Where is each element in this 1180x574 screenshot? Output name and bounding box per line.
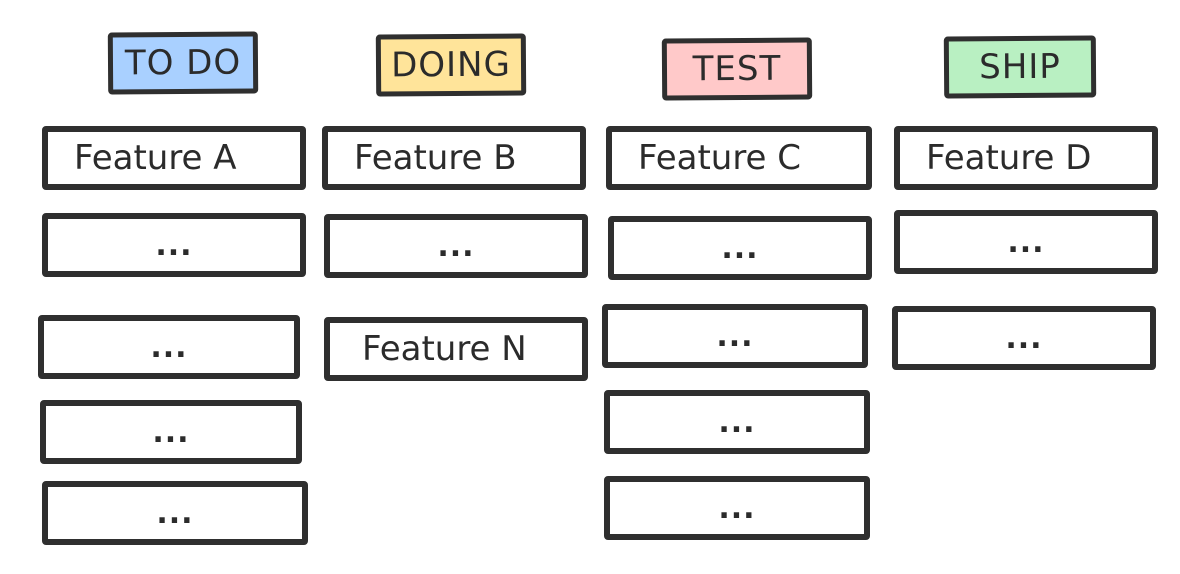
card-placeholder[interactable]: ...: [608, 216, 872, 280]
card-placeholder[interactable]: ...: [324, 214, 588, 278]
column-ship: SHIP Feature D ... ...: [890, 0, 1160, 574]
card-placeholder[interactable]: ...: [42, 481, 308, 545]
column-header-test: TEST: [661, 37, 813, 101]
card-placeholder[interactable]: ...: [604, 390, 870, 454]
card-feature-b[interactable]: Feature B: [322, 126, 586, 190]
column-header-todo: TO DO: [107, 31, 259, 95]
card-feature-d[interactable]: Feature D: [894, 126, 1158, 190]
column-test: TEST Feature C ... ... ... ...: [602, 0, 874, 574]
card-placeholder[interactable]: ...: [38, 315, 300, 379]
card-placeholder[interactable]: ...: [604, 476, 870, 540]
card-placeholder[interactable]: ...: [894, 210, 1158, 274]
card-placeholder[interactable]: ...: [40, 400, 302, 464]
card-feature-a[interactable]: Feature A: [42, 126, 306, 190]
card-feature-n[interactable]: Feature N: [324, 317, 588, 381]
column-todo: TO DO Feature A ... ... ... ...: [38, 0, 308, 574]
card-placeholder[interactable]: ...: [892, 306, 1156, 370]
column-header-ship: SHIP: [943, 35, 1097, 99]
card-placeholder[interactable]: ...: [602, 304, 868, 368]
column-header-doing: DOING: [375, 33, 527, 97]
card-placeholder[interactable]: ...: [42, 213, 306, 277]
card-feature-c[interactable]: Feature C: [606, 126, 872, 190]
column-doing: DOING Feature B ... Feature N: [320, 0, 590, 574]
